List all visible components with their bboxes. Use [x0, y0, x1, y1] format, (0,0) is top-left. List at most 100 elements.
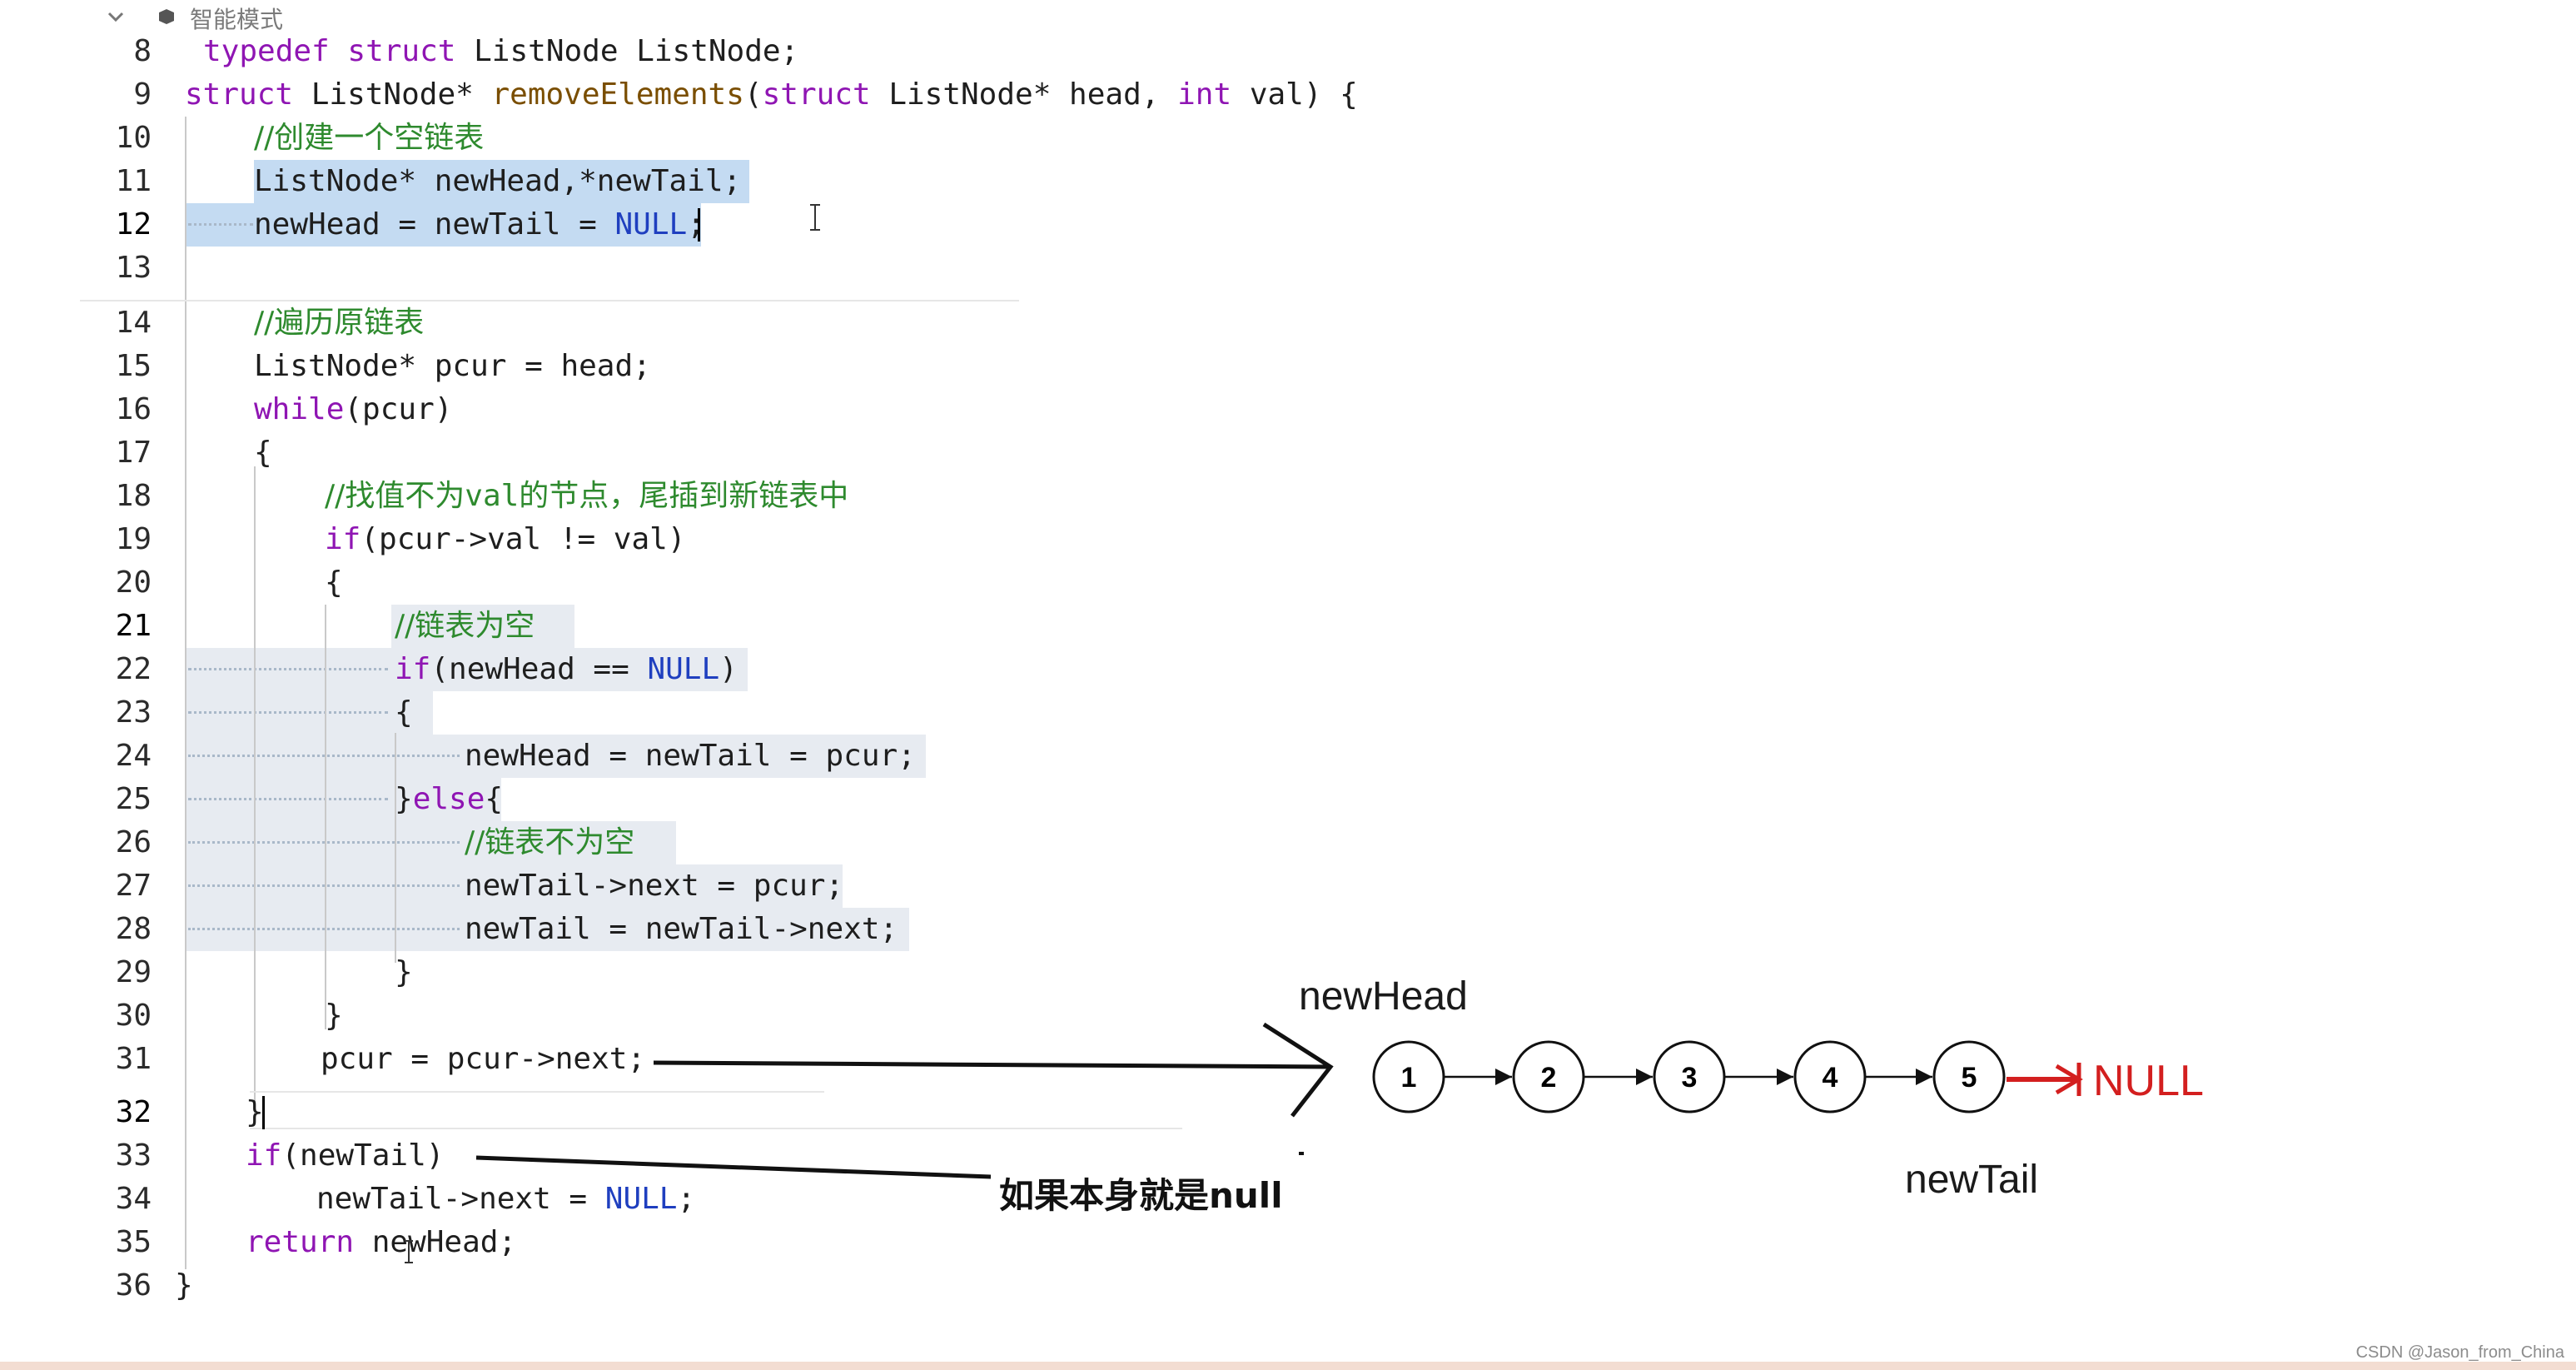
code-token: ;: [677, 1182, 696, 1216]
code-line[interactable]: }: [175, 1264, 193, 1308]
indent-guide: [254, 466, 256, 1116]
line-number: 10: [115, 121, 152, 155]
line-separator: [250, 1128, 1182, 1129]
code-token: NULL: [614, 207, 688, 242]
code-token: struct: [762, 77, 871, 112]
line-number: 35: [115, 1225, 152, 1259]
line-number: 8: [133, 34, 152, 68]
selection-highlight: [185, 203, 701, 247]
code-token: }: [395, 782, 413, 816]
indent-guide: [185, 117, 186, 1269]
whitespace-marker: [188, 798, 388, 800]
code-line[interactable]: newHead = newTail = NULL;: [254, 203, 705, 247]
code-token: {: [485, 782, 504, 816]
code-token: ListNode* head,: [870, 77, 1178, 112]
newtail-label: newTail: [1905, 1158, 2038, 1202]
code-line[interactable]: ListNode* newHead,*newTail;: [254, 160, 741, 203]
code-line[interactable]: //找值不为val的节点，尾插到新链表中: [325, 475, 848, 518]
selection-highlight: [254, 160, 749, 203]
code-token: removeElements: [491, 77, 744, 112]
code-line[interactable]: }: [395, 951, 413, 994]
code-line[interactable]: if(newHead == NULL): [395, 648, 738, 691]
code-token: return: [246, 1225, 355, 1259]
code-token: typedef: [203, 34, 330, 68]
code-token: newHead;: [354, 1225, 517, 1259]
code-line[interactable]: newTail->next = NULL;: [316, 1178, 695, 1221]
list-node-label: 3: [1682, 1062, 1698, 1094]
code-comment: //遍历原链表: [254, 306, 425, 340]
code-line[interactable]: struct ListNode* removeElements(struct L…: [185, 73, 1358, 117]
code-token: (pcur->val != val): [361, 522, 686, 556]
list-node-label: 2: [1541, 1062, 1557, 1094]
code-token: struct: [185, 77, 294, 112]
code-line[interactable]: //遍历原链表: [254, 301, 424, 345]
whitespace-marker: [188, 928, 460, 930]
ibeam-cursor-icon: [405, 1240, 413, 1263]
code-token: newTail->next = pcur;: [465, 869, 844, 903]
code-line[interactable]: ListNode* pcur = head;: [254, 345, 651, 388]
code-line[interactable]: //创建一个空链表: [254, 117, 484, 160]
list-node-label: 1: [1401, 1062, 1417, 1094]
code-token: {: [395, 695, 413, 730]
line-number: 26: [115, 825, 152, 859]
null-arrow: [2007, 1063, 2083, 1096]
code-token: NULL: [647, 652, 720, 686]
line-number: 19: [115, 522, 152, 556]
text-caret: [262, 1096, 265, 1129]
code-line[interactable]: }: [246, 1091, 264, 1134]
scope-highlight: [391, 605, 574, 648]
code-line[interactable]: typedef struct ListNode ListNode;: [203, 30, 798, 73]
line-number: 25: [115, 782, 152, 816]
watermark: CSDN @Jason_from_China: [2355, 1343, 2564, 1362]
code-token: (pcur): [344, 392, 453, 426]
annotation-text: 如果本身就是null: [999, 1175, 1283, 1216]
code-token: (newTail): [281, 1138, 445, 1173]
code-token: ListNode* pcur = head;: [254, 349, 651, 383]
code-token: {: [325, 565, 343, 600]
code-line[interactable]: }else{: [395, 778, 503, 821]
code-comment: //链表不为空: [465, 825, 635, 859]
code-token: newTail->next =: [316, 1182, 605, 1216]
bottom-bar: [0, 1362, 2576, 1370]
code-line[interactable]: {: [395, 691, 413, 735]
code-line[interactable]: //链表不为空: [465, 821, 634, 864]
line-number: 34: [115, 1182, 152, 1216]
line-number: 20: [115, 565, 152, 600]
code-token: newHead = newTail = pcur;: [465, 739, 916, 773]
code-line[interactable]: newTail = newTail->next;: [465, 908, 898, 951]
code-comment: //创建一个空链表: [254, 121, 485, 155]
code-line[interactable]: {: [325, 561, 343, 605]
code-token: int: [1177, 77, 1232, 112]
code-token: if: [395, 652, 431, 686]
line-number: 13: [115, 251, 152, 285]
code-line[interactable]: }: [325, 994, 343, 1038]
line-separator: [80, 300, 1019, 301]
line-number: 29: [115, 955, 152, 989]
chevron-down-icon[interactable]: [102, 3, 130, 32]
mode-title: 智能模式: [190, 6, 284, 33]
code-line[interactable]: pcur = pcur->next;: [321, 1038, 645, 1081]
code-line[interactable]: while(pcur): [254, 388, 452, 431]
code-token: newTail = newTail->next;: [465, 912, 898, 946]
whitespace-marker: [188, 884, 460, 887]
code-line[interactable]: {: [254, 431, 272, 475]
code-token: ): [719, 652, 738, 686]
code-comment: //找值不为: [325, 479, 465, 513]
line-number: 28: [115, 912, 152, 946]
code-line[interactable]: if(newTail): [246, 1134, 444, 1178]
code-line[interactable]: newHead = newTail = pcur;: [465, 735, 916, 778]
code-token: newHead = newTail =: [254, 207, 615, 242]
code-line[interactable]: //链表为空: [395, 605, 535, 648]
code-token: }: [325, 999, 343, 1033]
code-token: pcur = pcur->next;: [321, 1042, 646, 1076]
line-number: 23: [115, 695, 152, 730]
line-number: 17: [115, 436, 152, 470]
code-line[interactable]: if(pcur->val != val): [325, 518, 686, 561]
code-line[interactable]: newTail->next = pcur;: [465, 864, 843, 908]
code-line[interactable]: return newHead;: [246, 1221, 516, 1264]
newhead-label: newHead: [1299, 974, 1468, 1019]
line-separator: [250, 1091, 824, 1093]
